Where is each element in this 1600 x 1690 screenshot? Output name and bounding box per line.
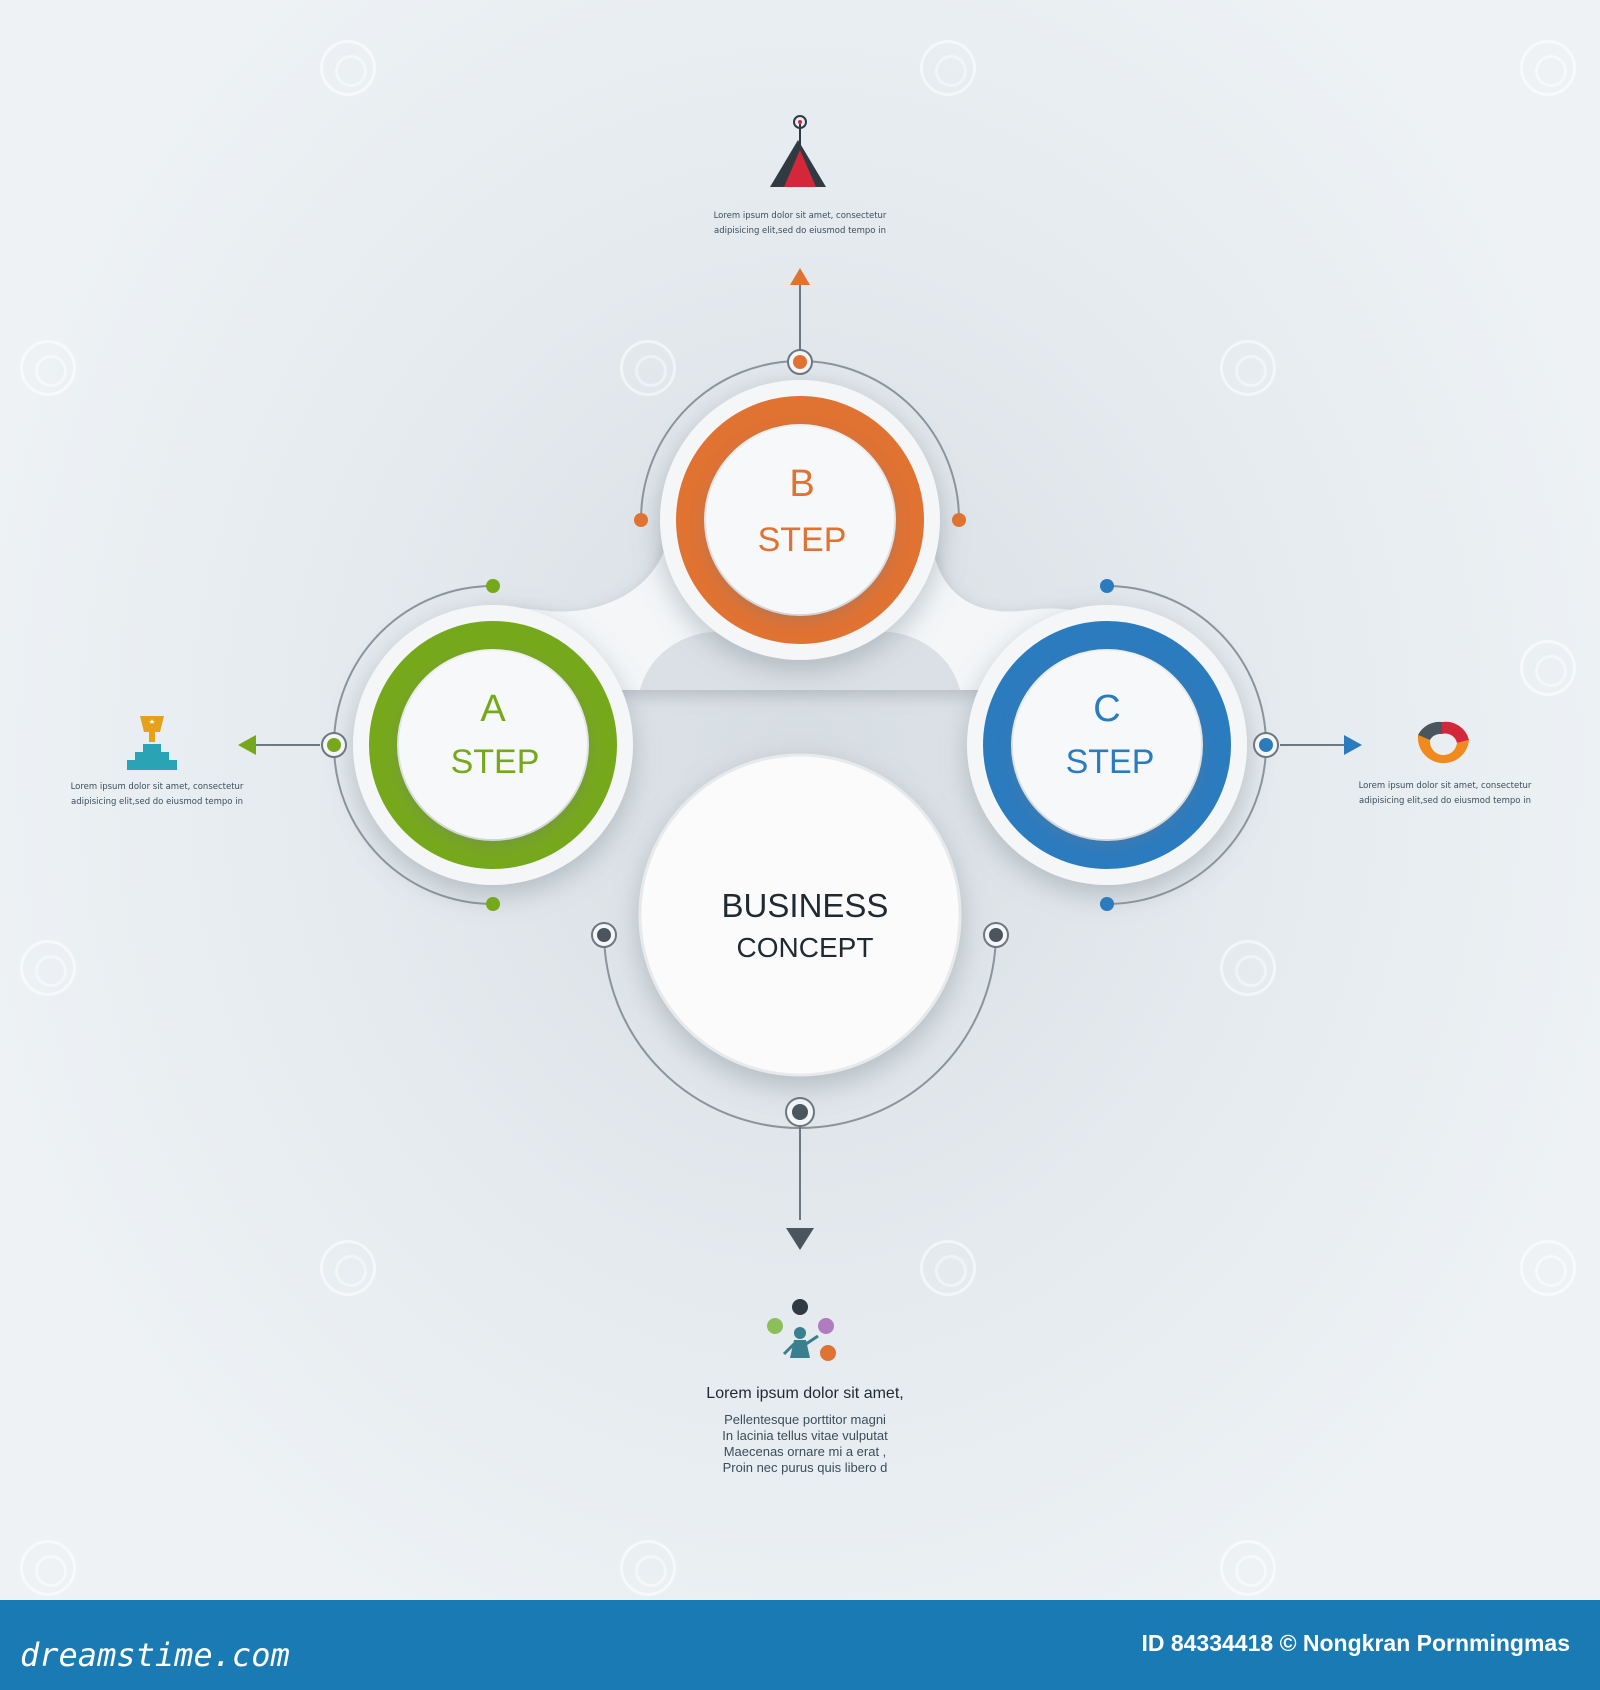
note-right-line2: adipisicing elit,sed do eiusmod tempo in <box>1359 796 1531 806</box>
watermark-icon <box>920 1240 976 1296</box>
note-top-line2: adipisicing elit,sed do eiusmod tempo in <box>714 226 886 236</box>
note-bottom-line: Maecenas ornare mi a erat , <box>723 1444 887 1459</box>
note-left-line2: adipisicing elit,sed do eiusmod tempo in <box>71 797 243 807</box>
watermark-icon <box>620 1540 676 1596</box>
note-top-line1: Lorem ipsum dolor sit amet, consectetur <box>713 211 887 221</box>
watermark-icon <box>320 1240 376 1296</box>
footer-bar: dreamstime.com ID 84334418 © Nongkran Po… <box>0 1600 1600 1690</box>
watermark-icon <box>1520 640 1576 696</box>
arrow-up-icon <box>790 268 810 285</box>
watermark-icon <box>320 40 376 96</box>
note-right: Lorem ipsum dolor sit amet, consectetur … <box>1345 779 1545 809</box>
note-bottom-line: Proin nec purus quis libero d <box>722 1460 888 1475</box>
footer-credit: ID 84334418 © Nongkran Pornmingmas <box>1141 1630 1570 1656</box>
note-top: Lorem ipsum dolor sit amet, consectetur … <box>700 209 900 239</box>
arrow-left-icon <box>238 735 256 755</box>
step-c-ring <box>983 621 1231 869</box>
watermark-icon <box>20 940 76 996</box>
note-left: Lorem ipsum dolor sit amet, consectetur … <box>57 780 257 810</box>
step-a-label: STEP <box>450 743 540 781</box>
step-a-ring <box>369 621 617 869</box>
inner-cavity <box>640 631 960 690</box>
step-b-label: STEP <box>757 521 847 559</box>
diagram-canvas <box>127 115 1469 1361</box>
watermark-icon <box>1220 1540 1276 1596</box>
trophy-podium-icon <box>127 716 177 770</box>
note-bottom-heading: Lorem ipsum dolor sit amet, <box>706 1385 904 1402</box>
note-left-line1: Lorem ipsum dolor sit amet, consectetur <box>70 782 244 792</box>
arrow-right-icon <box>1344 735 1362 755</box>
center-subtitle: CONCEPT <box>736 932 874 963</box>
watermark-icon <box>20 1540 76 1596</box>
mountain-peak-icon <box>770 115 826 187</box>
step-a-letter: A <box>480 688 506 730</box>
watermark-icon <box>620 340 676 396</box>
step-c-letter: C <box>1093 688 1121 730</box>
center-disc <box>638 753 962 1077</box>
step-b-letter: B <box>789 463 815 505</box>
step-b-ring <box>676 396 924 644</box>
note-right-line1: Lorem ipsum dolor sit amet, consectetur <box>1358 781 1532 791</box>
note-bottom-line: Pellentesque porttitor magni <box>724 1412 886 1427</box>
note-bottom-line: In lacinia tellus vitae vulputat <box>722 1428 888 1443</box>
note-bottom-body: Pellentesque porttitor magni In lacinia … <box>690 1412 920 1476</box>
footer-logo[interactable]: dreamstime.com <box>20 1636 290 1674</box>
businessman-juggling-icon <box>767 1299 836 1361</box>
donut-chart-icon <box>1417 721 1469 764</box>
arrow-down-icon <box>786 1228 814 1250</box>
center-title: BUSINESS <box>721 887 889 924</box>
watermark-icon <box>1220 340 1276 396</box>
watermark-icon <box>1520 1240 1576 1296</box>
watermark-icon <box>1520 40 1576 96</box>
step-c-label: STEP <box>1065 743 1155 781</box>
watermark-icon <box>20 340 76 396</box>
watermark-icon <box>1220 940 1276 996</box>
watermark-icon <box>920 40 976 96</box>
